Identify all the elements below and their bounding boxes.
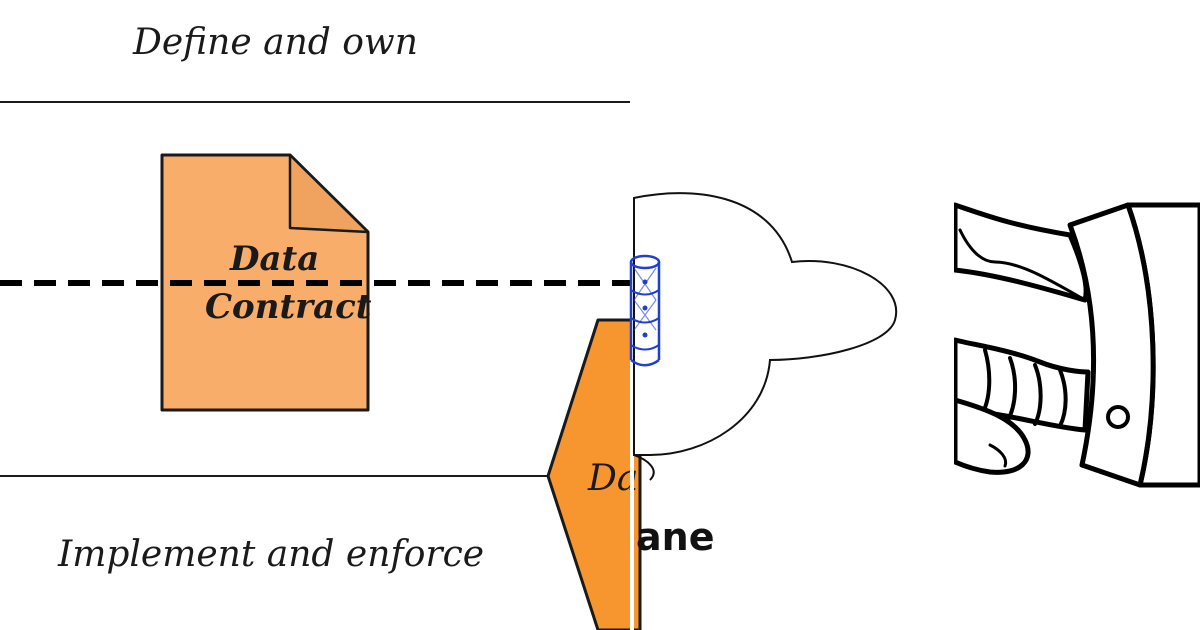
cloud-shape xyxy=(633,192,898,457)
bottom-label: Implement and enforce xyxy=(57,534,484,575)
cloud-panel: ane xyxy=(629,192,898,559)
data-contract-document: Data Contract xyxy=(160,153,372,412)
cloud-caption: ane xyxy=(636,515,714,559)
contract-page-fold xyxy=(288,153,370,234)
left-panel: Define and own Data Contract Da Implemen… xyxy=(0,22,642,630)
contract-label-line1: Data xyxy=(229,239,319,279)
contract-label-line2: Contract xyxy=(205,287,372,327)
top-label: Define and own xyxy=(132,22,418,63)
hexagon-label: Da xyxy=(587,458,638,499)
database-icon xyxy=(629,254,661,367)
hand-sleeve-illustration xyxy=(952,202,1200,488)
